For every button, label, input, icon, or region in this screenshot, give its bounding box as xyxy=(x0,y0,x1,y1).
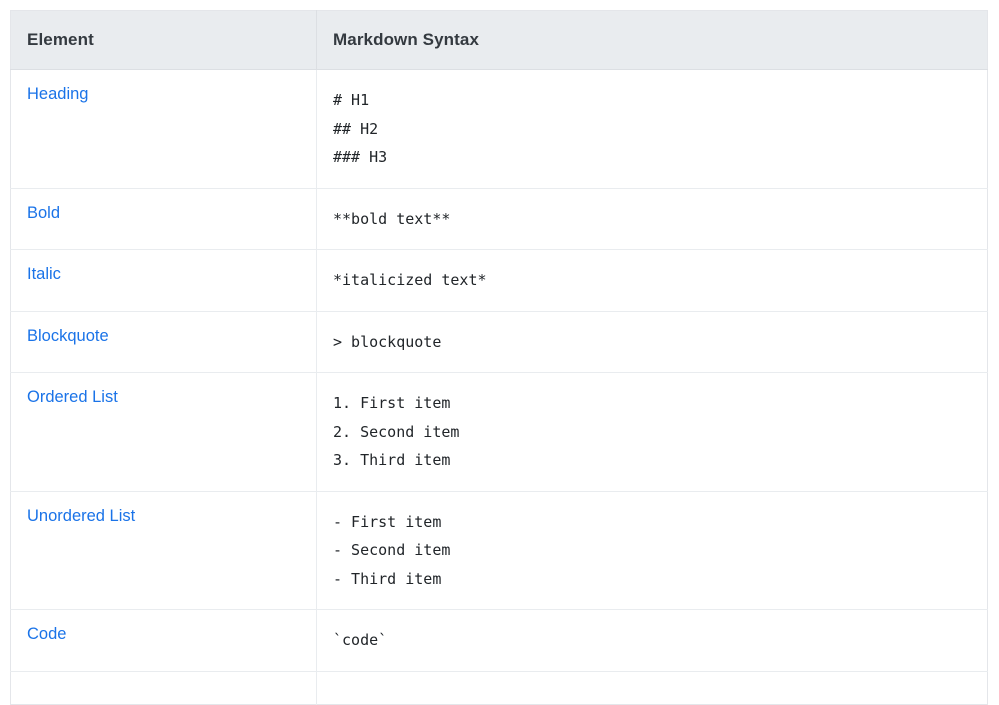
syntax-line: # H1 xyxy=(333,91,370,109)
element-link[interactable]: Blockquote xyxy=(27,326,109,345)
cell-markdown-syntax: # H1 ## H2 ### H3 xyxy=(316,69,988,188)
syntax-line: ### H3 xyxy=(333,148,388,166)
cell-element: Heading xyxy=(10,69,317,188)
element-link[interactable]: Heading xyxy=(27,85,89,103)
syntax-line: `code` xyxy=(333,631,388,649)
element-link[interactable]: Code xyxy=(27,625,67,643)
syntax-line: *italicized text* xyxy=(333,271,487,289)
cell-markdown-syntax: *italicized text* xyxy=(316,249,988,311)
column-header-markdown-syntax[interactable]: Markdown Syntax xyxy=(316,10,988,70)
cell-element: Unordered List xyxy=(10,490,317,610)
syntax-line: 1. First item xyxy=(333,394,451,412)
table-body: Heading # H1 ## H2 ### H3 Bold **bold text** I… xyxy=(10,69,988,704)
cell-markdown-syntax xyxy=(316,670,988,704)
markdown-reference-page: Element Markdown Syntax Heading # H1 ## H2… xyxy=(10,10,988,705)
cell-element: Bold xyxy=(10,187,317,250)
cell-element: Ordered List xyxy=(10,372,317,491)
syntax-line: - First item xyxy=(333,512,442,531)
cell-element: Italic xyxy=(10,249,317,311)
table-row: Blockquote > blockquote xyxy=(10,310,988,373)
table-row: Ordered List 1. First item 2. Second item 3… xyxy=(10,372,988,491)
cell-markdown-syntax: - First item - Second item - Third item xyxy=(316,490,988,610)
cell-element: Code xyxy=(10,609,317,671)
syntax-line: 2. Second item xyxy=(333,422,460,441)
syntax-line: - Third item xyxy=(333,569,442,588)
cell-markdown-syntax: 1. First item 2. Second item 3. Third item xyxy=(316,372,988,491)
cell-element xyxy=(10,670,317,704)
cell-markdown-syntax: > blockquote xyxy=(316,310,988,373)
table-row xyxy=(10,670,988,704)
table-header: Element Markdown Syntax xyxy=(10,10,988,70)
element-link[interactable]: Bold xyxy=(27,203,61,222)
table-header-row: Element Markdown Syntax xyxy=(10,10,988,70)
cell-markdown-syntax: `code` xyxy=(316,609,988,671)
element-link[interactable]: Ordered List xyxy=(27,388,118,406)
table-row: Unordered List- First item- Second item-… xyxy=(10,490,988,610)
table-row: Italic *italicized text* xyxy=(10,249,988,311)
markdown-syntax-table: Element Markdown Syntax Heading # H1 ## H2… xyxy=(10,10,988,705)
table-row: Bold **bold text** xyxy=(10,187,988,250)
table-row: Code `code` xyxy=(10,609,988,671)
cell-markdown-syntax: **bold text** xyxy=(316,187,988,250)
table-row: Heading # H1 ## H2 ### H3 xyxy=(10,69,988,188)
element-link[interactable]: Italic xyxy=(27,265,61,283)
syntax-line: - Second item xyxy=(333,541,451,559)
cell-element: Blockquote xyxy=(10,310,317,373)
column-header-element[interactable]: Element xyxy=(10,10,317,70)
syntax-line: ## H2 xyxy=(333,119,379,138)
element-link[interactable]: Unordered List xyxy=(27,506,136,525)
syntax-line: > blockquote xyxy=(333,332,442,351)
syntax-line: **bold text** xyxy=(333,209,451,228)
syntax-line: 3. Third item xyxy=(333,451,451,469)
